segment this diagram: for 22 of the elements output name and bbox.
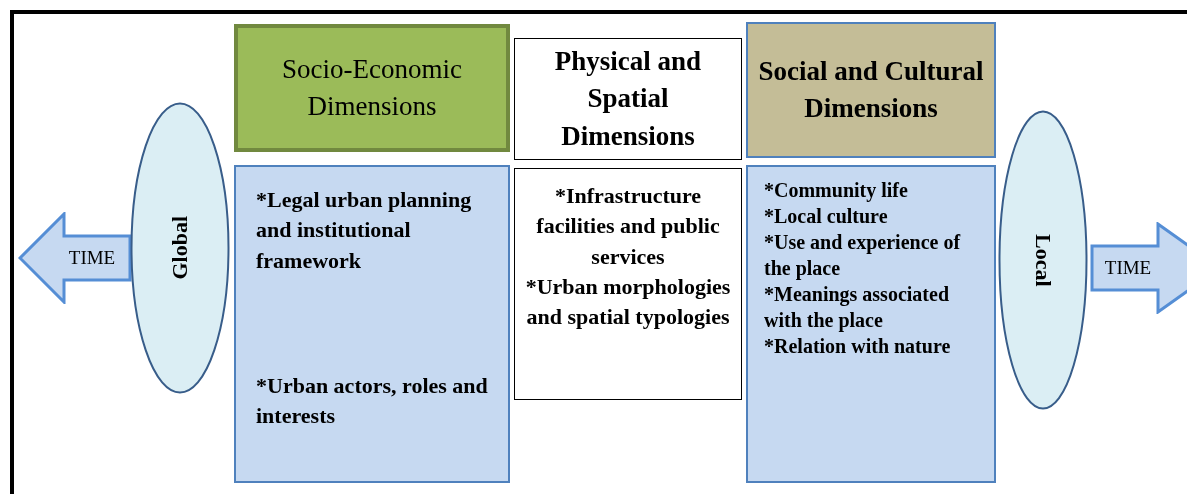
header-text: Social and Cultural Dimensions	[757, 54, 985, 125]
header-text: Socio-Economic Dimensions	[281, 52, 463, 123]
item-text: *Infrastructure facilities and public services	[535, 182, 721, 271]
arrow-label: TIME	[1104, 257, 1152, 279]
scale-label: Local	[1030, 233, 1056, 287]
dimension-panel	[746, 165, 996, 483]
item-text: *Meanings associated with the place	[764, 282, 950, 333]
item-text: *Legal urban planning and institutional framework	[256, 186, 473, 275]
dimension-panel	[514, 168, 742, 400]
item-text: *Use and experience of the place	[764, 230, 962, 281]
arrow-label: TIME	[68, 247, 116, 269]
item-text: *Urban actors, roles and interests	[256, 372, 489, 431]
item-text: *Relation with nature	[764, 334, 952, 359]
dimension-panel	[234, 165, 510, 483]
scale-label: Global	[167, 216, 193, 280]
dimension-header	[746, 22, 996, 158]
item-text: *Urban morphologies and spatial typologies	[524, 273, 732, 332]
item-text: *Community life	[764, 178, 909, 203]
item-text: *Local culture	[764, 204, 889, 229]
header-text: Physical and Spatial Dimensions	[553, 45, 703, 153]
dimension-header	[514, 38, 742, 160]
dimension-header	[234, 24, 510, 152]
